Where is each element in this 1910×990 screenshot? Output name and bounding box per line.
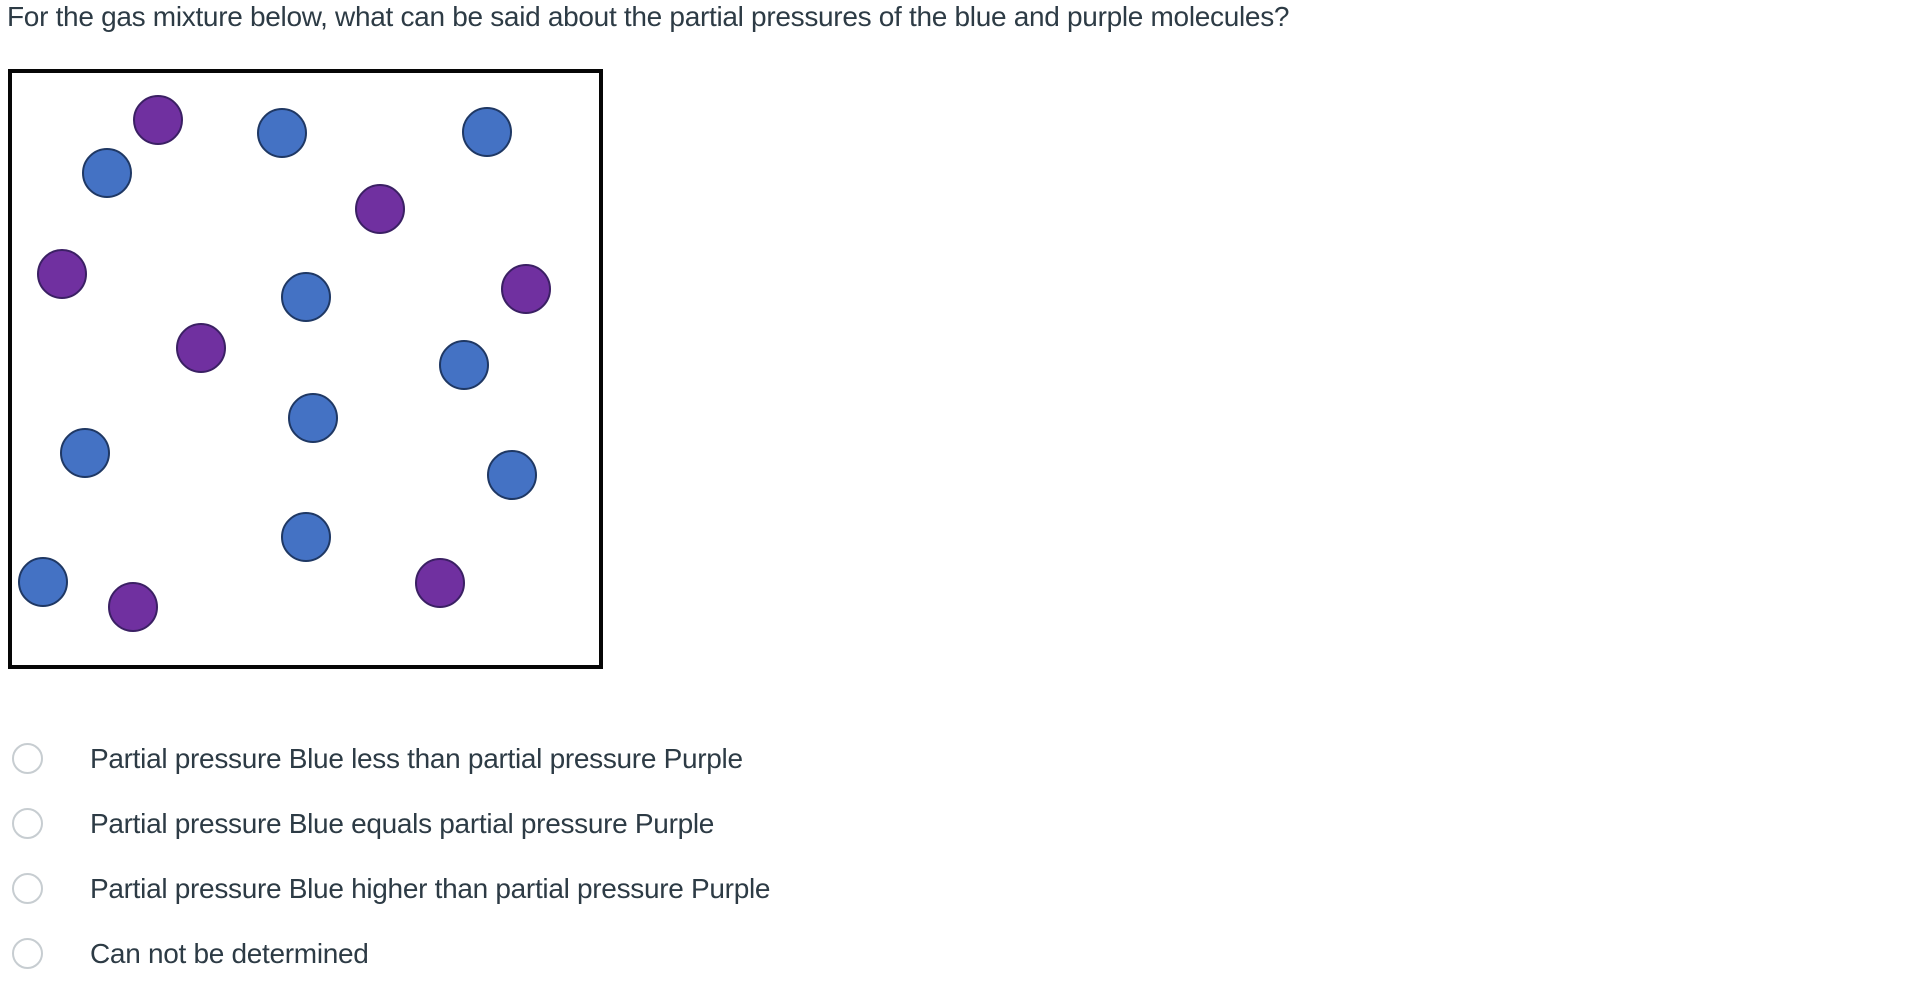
molecule-blue [82,148,132,198]
molecule-blue [462,107,512,157]
gas-mixture-diagram [18,95,551,632]
molecule-blue [18,557,68,607]
molecule-blue [281,512,331,562]
molecule-blue [60,428,110,478]
molecule-purple [415,558,465,608]
molecule-purple [355,184,405,234]
molecule-purple [37,249,87,299]
radio-button-option-2[interactable] [12,808,43,839]
answer-option-4[interactable]: Can not be determined [0,921,1200,986]
question-text: For the gas mixture below, what can be s… [7,1,1290,32]
answer-options: Partial pressure Blue less than partial … [0,726,1200,986]
molecule-blue [439,340,489,390]
radio-button-option-1[interactable] [12,743,43,774]
answer-option-4-label[interactable]: Can not be determined [90,937,369,969]
molecule-purple [133,95,183,145]
molecule-purple [108,582,158,632]
answer-option-2[interactable]: Partial pressure Blue equals partial pre… [0,791,1200,856]
molecule-blue [288,393,338,443]
answer-option-3[interactable]: Partial pressure Blue higher than partia… [0,856,1200,921]
answer-option-1[interactable]: Partial pressure Blue less than partial … [0,726,1200,791]
gas-mixture-box [8,69,603,669]
answer-option-2-label[interactable]: Partial pressure Blue equals partial pre… [90,807,715,839]
radio-button-option-3[interactable] [12,873,43,904]
answer-option-3-label[interactable]: Partial pressure Blue higher than partia… [90,872,771,904]
radio-button-option-4[interactable] [12,938,43,969]
molecule-blue [487,450,537,500]
molecule-purple [501,264,551,314]
molecule-blue [257,108,307,158]
molecule-blue [281,272,331,322]
molecule-purple [176,323,226,373]
answer-option-1-label[interactable]: Partial pressure Blue less than partial … [90,742,743,774]
